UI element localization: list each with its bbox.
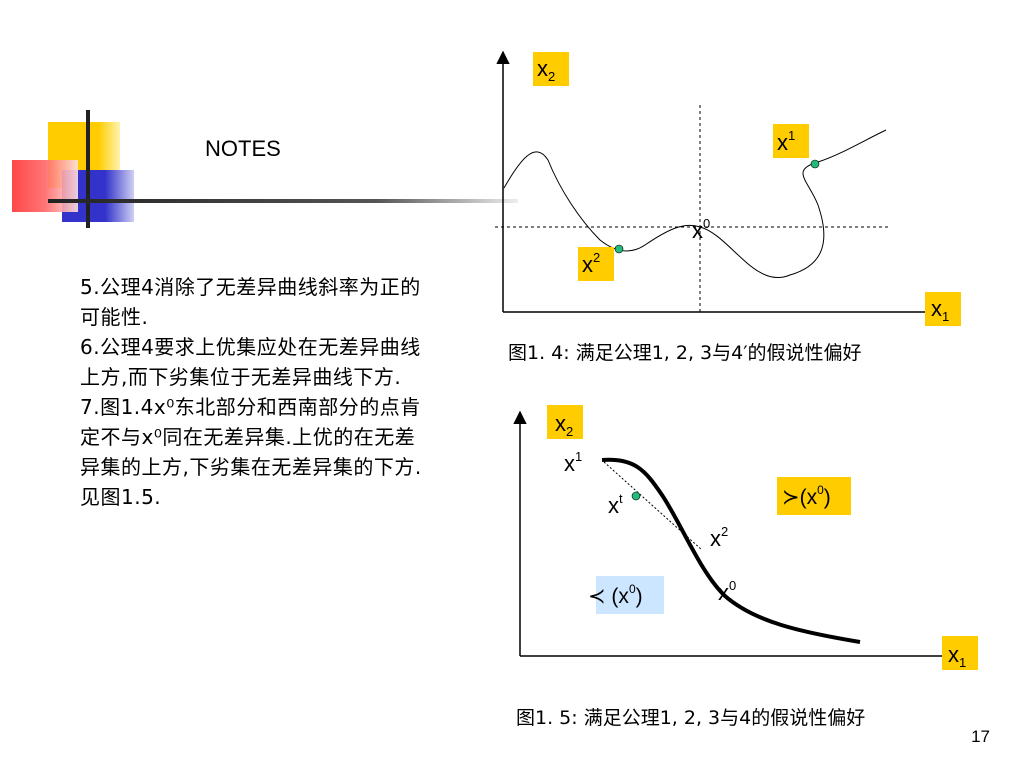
fig15-y-label-box [547, 405, 583, 439]
fig14-x0-label: x0 [692, 216, 710, 243]
fig14-x1-label: x1 [777, 128, 795, 155]
fig14-indifference-curve [503, 129, 887, 278]
fig15-worse-set-label: ≺ (x0) [588, 582, 643, 608]
fig15-better-set-box [777, 477, 851, 515]
fig14-y-label-box [533, 52, 569, 86]
page-number: 17 [971, 727, 990, 746]
fig14-point-x1-dot [810, 159, 820, 169]
fig14-caption: 图1. 4: 满足公理1, 2, 3与4′的假说性偏好 [508, 342, 862, 364]
fig15-caption: 图1. 5: 满足公理1, 2, 3与4的假说性偏好 [516, 707, 866, 729]
fig15-chord-dashed [603, 461, 703, 551]
fig15-x2-label: x2 [710, 524, 728, 551]
logo-vertical-bar [86, 110, 90, 228]
fig15-worse-set-box [596, 576, 664, 614]
figure-1-5: x2 x1 x1 xt x2 x0 ≻(x0) ≺ (x0) [513, 405, 978, 670]
fig14-x1-label-box [773, 124, 809, 158]
fig15-x-label-box [942, 636, 978, 670]
fig14-point-x2-dot [614, 244, 624, 254]
logo-red-square [12, 160, 78, 212]
fig15-indifference-curve [601, 457, 861, 644]
fig15-better-set-label: ≻(x0) [782, 483, 831, 509]
figure-1-4: x2 x1 x1 x2 x0 [495, 50, 961, 326]
note-6: 6.公理4要求上优集应处在无差异曲线上方,而下劣集位于无差异曲线下方. [80, 335, 421, 389]
fig14-x-label-box [925, 292, 961, 326]
slide-title: NOTES [205, 136, 281, 161]
fig15-x1-label: x1 [564, 449, 582, 476]
fig14-x2-label: x2 [582, 250, 600, 277]
fig14-y-label: x2 [537, 56, 555, 84]
fig15-x-label: x1 [948, 642, 966, 670]
fig14-x-label: x1 [931, 296, 949, 324]
fig15-xt-label: xt [608, 491, 623, 518]
fig15-point-xt-dot [631, 491, 641, 501]
note-7: 7.图1.4x⁰东北部分和西南部分的点肯定不与x⁰同在无差异集.上优的在无差异集… [80, 395, 422, 509]
notes-text: 5.公理4消除了无差异曲线斜率为正的可能性. 6.公理4要求上优集应处在无差异曲… [80, 272, 425, 512]
note-5: 5.公理4消除了无差异曲线斜率为正的可能性. [80, 275, 421, 329]
header-rule [48, 199, 518, 203]
fig15-y-label: x2 [555, 411, 573, 439]
fig15-x0-label: x0 [718, 578, 736, 605]
decorative-logo [12, 110, 518, 228]
fig14-x2-label-box [578, 247, 614, 281]
